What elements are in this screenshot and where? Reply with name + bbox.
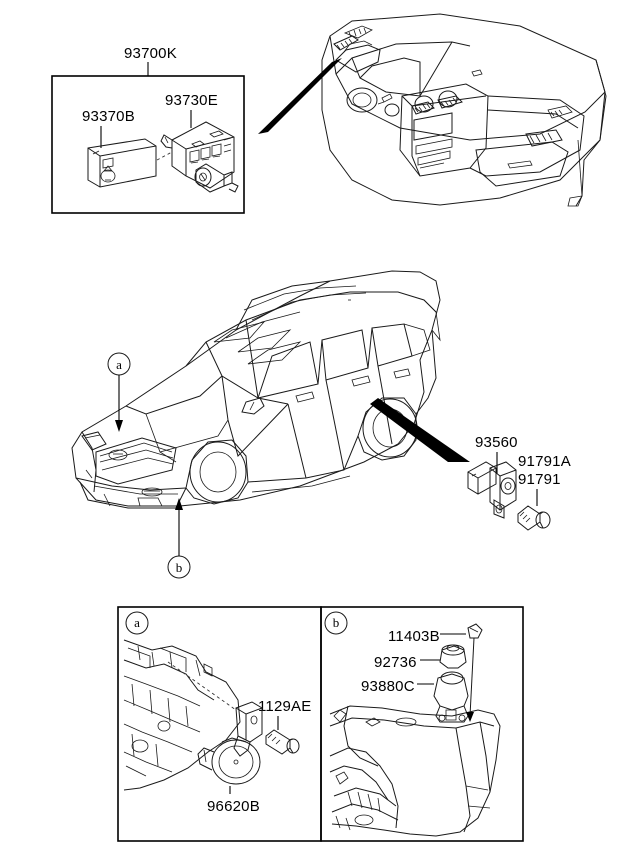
part-label-93560: 93560 xyxy=(475,434,518,451)
vehicle-illustration xyxy=(71,270,441,509)
switch-assembly-panel xyxy=(51,62,245,214)
detail-panel-a-letter: a xyxy=(134,615,140,630)
horn-bracket xyxy=(233,701,263,757)
detail-panel-b xyxy=(320,606,524,842)
pointer-vehicle-to-sensor xyxy=(370,398,470,462)
switch-93370B xyxy=(87,138,157,188)
dashboard-illustration xyxy=(321,13,607,207)
part-label-91791A: 91791A xyxy=(518,453,571,470)
part-label-93880C: 93880C xyxy=(361,678,415,695)
switch-93730E xyxy=(160,121,239,193)
part-label-93700K: 93700K xyxy=(124,45,177,62)
pointer-dashboard-to-switch xyxy=(258,58,342,134)
bolt-1129AE xyxy=(265,716,300,755)
part-label-91791: 91791 xyxy=(518,471,561,488)
callout-a-vehicle xyxy=(107,352,131,432)
part-label-93730E: 93730E xyxy=(165,92,218,109)
part-label-11403B: 11403B xyxy=(388,628,440,645)
part-label-92736: 92736 xyxy=(374,654,417,671)
part-label-96620B: 96620B xyxy=(207,798,260,815)
screw-91791 xyxy=(517,489,551,531)
horn-96620B xyxy=(197,737,261,794)
panel-a-body-structure xyxy=(123,639,241,791)
bolt-11403B xyxy=(440,623,483,722)
alignment-guide xyxy=(156,151,173,161)
part-label-1129AE: 1129AE xyxy=(258,698,312,715)
callout-a-vehicle-letter: a xyxy=(116,357,122,372)
detail-panel-a xyxy=(117,606,322,842)
grommet-92736 xyxy=(420,644,467,669)
panel-a-alignment-guide xyxy=(167,661,237,711)
panel-b-body-structure xyxy=(329,705,501,837)
part-label-93370B: 93370B xyxy=(82,108,135,125)
detail-panel-b-letter: b xyxy=(332,615,340,630)
callout-b-vehicle xyxy=(167,498,191,579)
sensor-93560 xyxy=(467,452,517,519)
callout-b-vehicle-letter: b xyxy=(175,560,183,575)
